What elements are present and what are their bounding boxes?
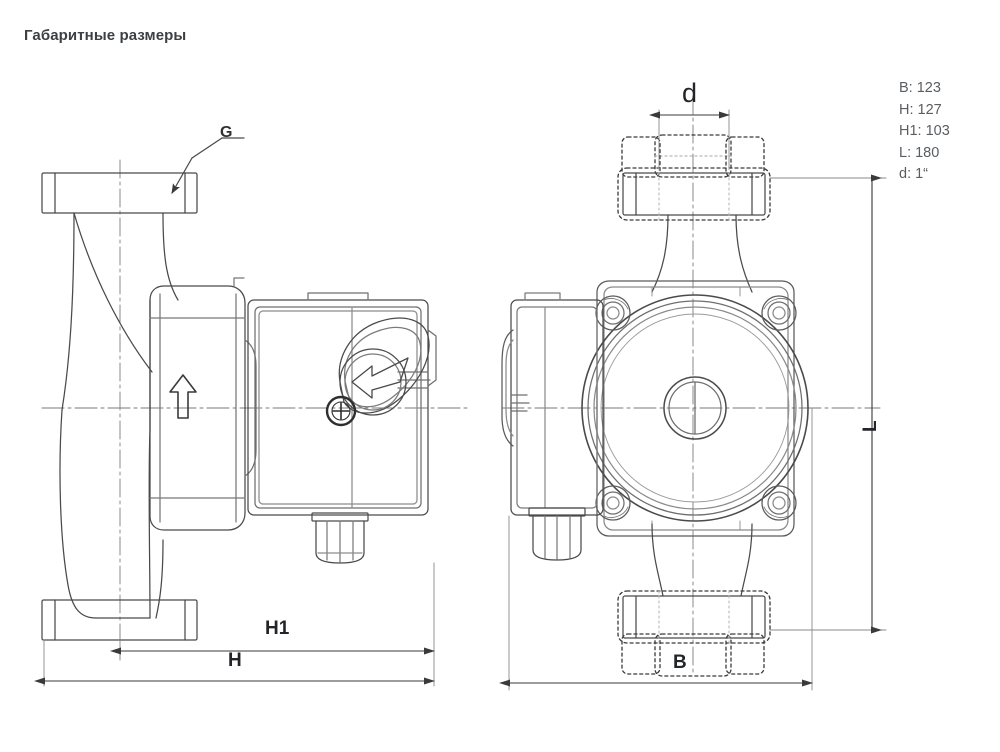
dimension-d — [649, 109, 730, 169]
dimension-label-d: d — [682, 78, 698, 108]
dimension-label-H1: H1 — [265, 618, 290, 639]
lower-pipe-neck — [155, 539, 164, 619]
callout-leader-G — [171, 137, 245, 194]
front-lower-pipes — [651, 523, 753, 597]
pump-volute-body — [59, 299, 151, 619]
callout-label-G: G — [220, 124, 233, 141]
dimension-table: B: 123 H: 127 H1: 103 L: 180 d: 1“ — [899, 78, 950, 186]
motor-flange-circles — [581, 294, 809, 522]
dimension-H — [34, 639, 435, 687]
front-bottom-flange — [617, 590, 771, 644]
speed-selector-knob[interactable] — [338, 317, 430, 416]
front-control-box — [510, 292, 604, 516]
dimension-B — [499, 407, 813, 691]
bolt-boss-top-left — [595, 295, 631, 331]
top-flange — [41, 172, 198, 214]
flow-direction-arrow — [169, 374, 197, 419]
shaft-hub — [663, 376, 727, 440]
top-union-nut-side-hidden — [621, 136, 765, 178]
bottom-union-nut-hidden — [621, 633, 765, 677]
bolt-boss-top-right — [761, 295, 797, 331]
top-union-nut-hidden — [654, 134, 732, 178]
dimension-label-B: B — [673, 652, 687, 673]
upper-pipe-neck — [61, 212, 179, 411]
page-title: Габаритные размеры — [24, 27, 187, 44]
front-knob-profile — [501, 329, 530, 447]
front-upper-pipes — [651, 214, 753, 293]
dimension-L — [769, 174, 887, 634]
bolt-boss-bottom-left — [595, 485, 631, 521]
bolt-boss-bottom-right — [761, 485, 797, 521]
cable-gland — [311, 512, 369, 564]
dimension-row-L: L: 180 — [899, 144, 940, 161]
dimension-row-d: d: 1“ — [899, 166, 929, 182]
dimension-row-H1: H1: 103 — [899, 123, 950, 139]
side-elevation-view-geometry — [34, 137, 471, 687]
corner-bolt-bosses — [595, 295, 797, 521]
dimension-H1 — [110, 562, 435, 656]
front-cable-gland — [528, 507, 586, 561]
dimension-row-H: H: 127 — [899, 101, 942, 118]
front-elevation-view-geometry — [499, 95, 887, 691]
dimension-label-H: H — [228, 650, 242, 671]
dimension-label-L: L — [860, 420, 881, 432]
phillips-screw — [325, 395, 357, 427]
motor-housing — [149, 277, 257, 531]
bottom-flange — [41, 599, 198, 641]
front-volute-housing — [596, 280, 795, 537]
front-top-flange — [617, 167, 771, 221]
terminal-control-box — [247, 292, 437, 516]
dimension-row-B: B: 123 — [899, 80, 941, 96]
